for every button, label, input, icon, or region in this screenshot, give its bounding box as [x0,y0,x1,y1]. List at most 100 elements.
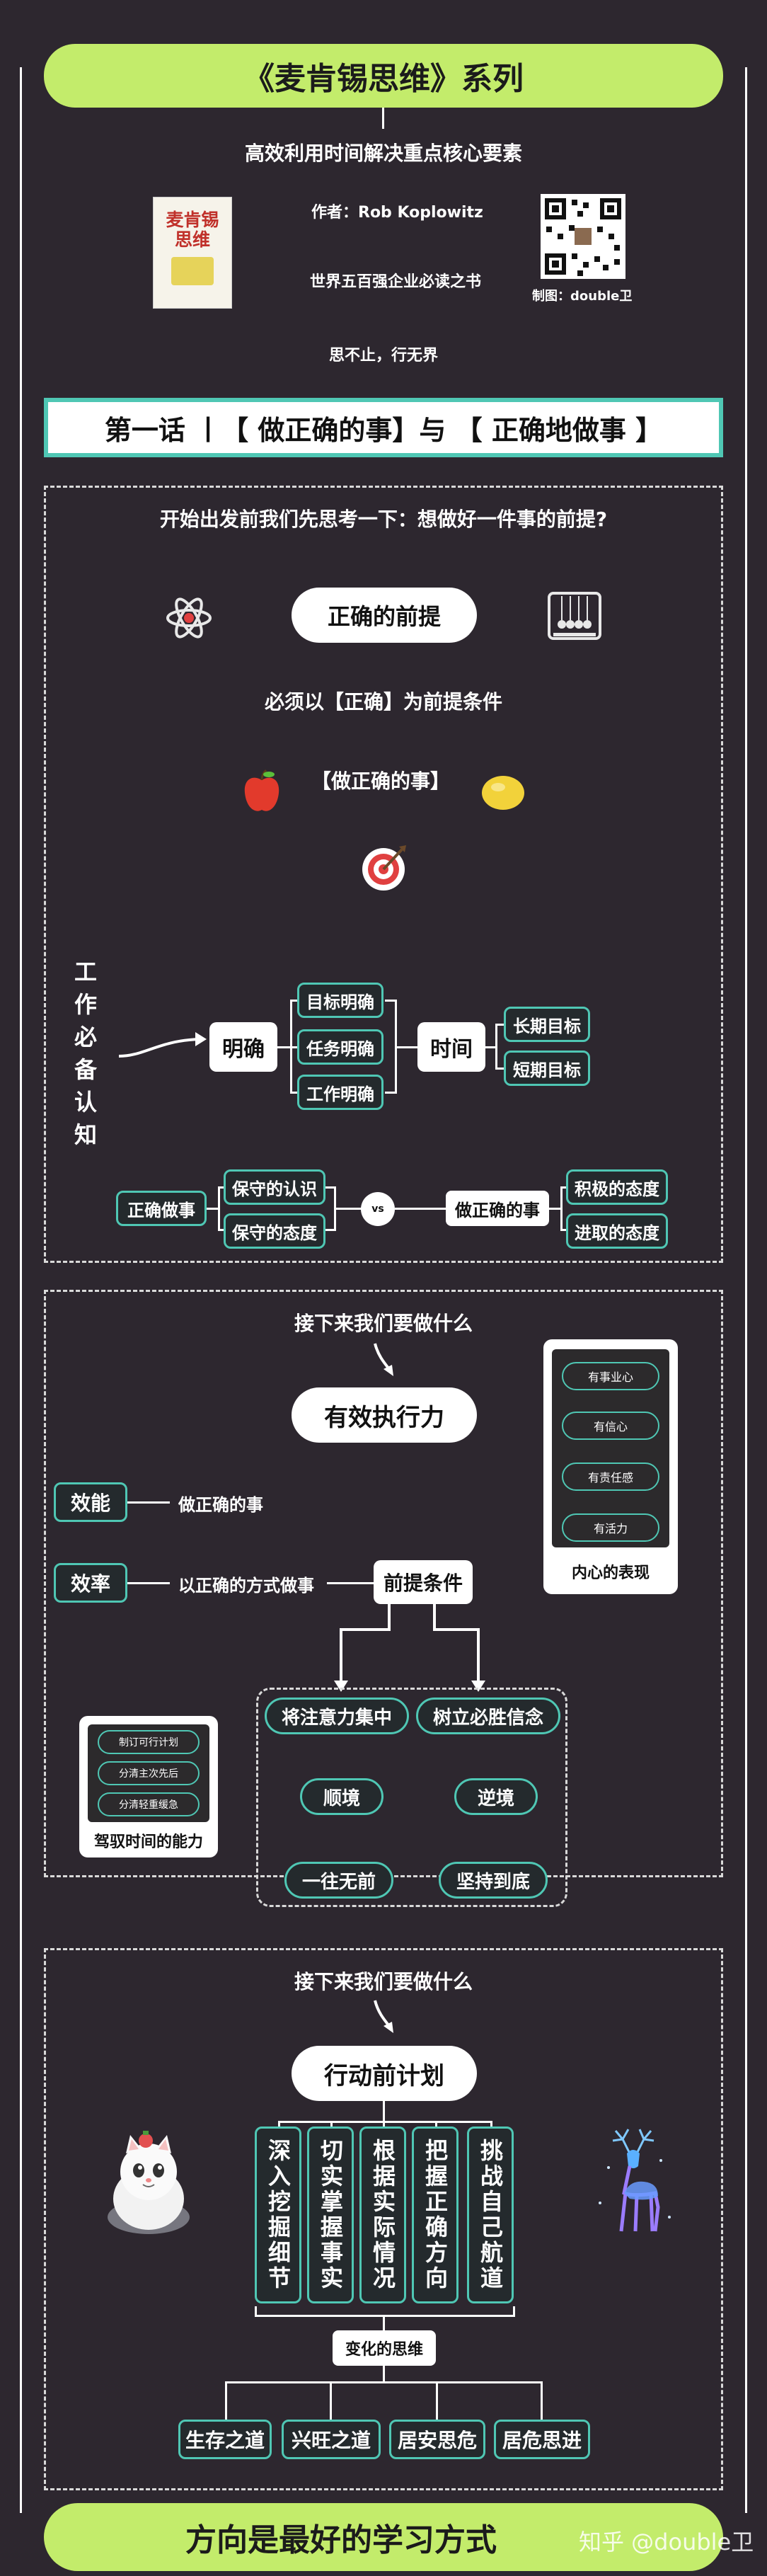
left-item-box: 保守的态度 [224,1213,325,1249]
connector-line [541,2381,543,2393]
inner-item: 有责任感 [562,1462,659,1491]
plan-column: 挑战自己航道 [467,2126,514,2303]
time-box: 时间 [417,1022,485,1072]
atom-icon [166,597,212,639]
author: 作者：Rob Koplowitz [311,204,483,222]
bracket-line [560,1229,567,1231]
curved-arrow [118,1032,207,1058]
connector-line [255,2306,257,2316]
tagline: 世界五百强企业必读之书 [310,273,482,291]
premise-condition-box: 前提条件 [374,1560,473,1604]
bracket-line [218,1229,225,1231]
bracket-line [290,1092,299,1094]
execution-pill: 有效执行力 [292,1387,477,1443]
do-right-thing-label: 【做正确的事】 [311,769,451,793]
time-target-box: 短期目标 [504,1051,590,1086]
bracket-line [549,1208,562,1210]
book-cover-title: 麦肯锡思维 [166,210,219,250]
section1-frame [44,486,723,1263]
premise-pill: 正确的前提 [292,588,477,643]
goal-box: 目标明确 [297,983,384,1018]
bracket-line [495,1024,497,1069]
connector-line [327,1582,374,1584]
connector-line [127,1582,170,1584]
qr-code-icon [541,194,625,279]
deer-illustration-icon [599,2129,671,2232]
bottom-item-box: 居安思危 [389,2420,485,2459]
time-target-box: 长期目标 [504,1007,590,1042]
connector-line [225,2393,227,2420]
belief-pill: 树立必胜信念 [416,1698,560,1734]
time-card-item: 分清轻重缓急 [98,1792,200,1816]
goal-box: 工作明确 [297,1075,384,1110]
bracket-line [495,1024,505,1026]
effect-box: 效能 [54,1482,127,1522]
subtitle: 高效利用时间解决重点核心要素 [244,142,522,165]
section3-next: 接下来我们要做什么 [294,1970,473,1993]
cat-illustration-icon [108,2131,190,2234]
do-things-right-box: 正确做事 [116,1191,207,1226]
connector-line [330,2381,332,2393]
connector-line [383,2315,385,2332]
connector-line [225,2381,542,2383]
connector-line [435,2121,437,2128]
execution-title: 有效执行力 [324,1403,444,1432]
smooth-pill: 顺境 [300,1778,384,1815]
connector-line [127,1501,170,1504]
connector-line [436,2381,438,2393]
chapter-title: 第一话 丨【 做正确的事】与 【 正确地做事 】 [104,414,663,446]
inner-card-caption: 内心的表现 [571,1564,650,1582]
section1-question: 开始出发前我们先思考一下：想做好一件事的前提? [159,508,608,531]
persist-pill: 坚持到底 [439,1862,548,1899]
connector-line [513,2306,515,2316]
connector-line [383,2121,385,2128]
plan-pill: 行动前计划 [292,2046,477,2101]
connector-line [255,2315,515,2317]
bracket-line [334,1208,362,1210]
focus-pill: 将注意力集中 [265,1698,409,1734]
requirement-text: 必须以【正确】为前提条件 [264,690,502,714]
bottom-item-box: 居危思进 [494,2420,590,2459]
vs-badge: vs [361,1192,395,1226]
connector-line [225,2381,227,2393]
bracket-line [207,1208,219,1210]
effect-text: 做正确的事 [178,1495,263,1515]
bottom-item-box: 生存之道 [178,2420,272,2459]
attitude-group-frame [256,1688,567,1907]
plan-title: 行动前计划 [324,2061,444,2090]
mingque-box: 明确 [209,1022,277,1072]
bracket-line [325,1229,335,1231]
connector-line [383,2366,385,2383]
chapter-title-box: 第一话 丨【 做正确的事】与 【 正确地做事 】 [44,398,723,457]
bracket-line [385,1092,396,1094]
time-card-caption: 驾驭时间的能力 [93,1833,203,1851]
time-card-item: 制订可行计划 [98,1730,200,1754]
inner-item: 有活力 [562,1513,659,1542]
connector-line [330,2121,333,2128]
page-title: 《麦肯锡思维》系列 [243,61,524,97]
change-thinking-box: 变化的思维 [333,2330,436,2366]
connector-line [541,2393,543,2420]
curved-arrow-down [374,2000,393,2033]
inner-expression-card: 有事业心 有信心 有责任感 有活力 内心的表现 [543,1339,678,1594]
bracket-line [495,1067,505,1070]
right-item-box: 积极的态度 [566,1169,668,1205]
target-icon [362,845,406,891]
bracket-line [325,1186,335,1189]
watermark: 知乎 @double卫 [579,2529,754,2555]
connector-line [383,2101,385,2122]
bracket-line [560,1186,567,1189]
left-item-box: 保守的认识 [224,1169,325,1205]
branch-arrows [334,1604,485,1692]
bracket-line [485,1046,497,1048]
bracket-line [290,1046,299,1048]
bracket-line [385,1000,396,1002]
time-label: 时间 [430,1037,473,1062]
section2-next: 接下来我们要做什么 [294,1312,473,1335]
bracket-line [395,1046,419,1048]
apple-icon [244,769,279,811]
bracket-line [218,1186,225,1189]
bracket-line [290,1000,299,1002]
work-cognition-label: 工作必备认知 [71,960,98,1155]
motto: 思不止，行无界 [328,347,438,365]
